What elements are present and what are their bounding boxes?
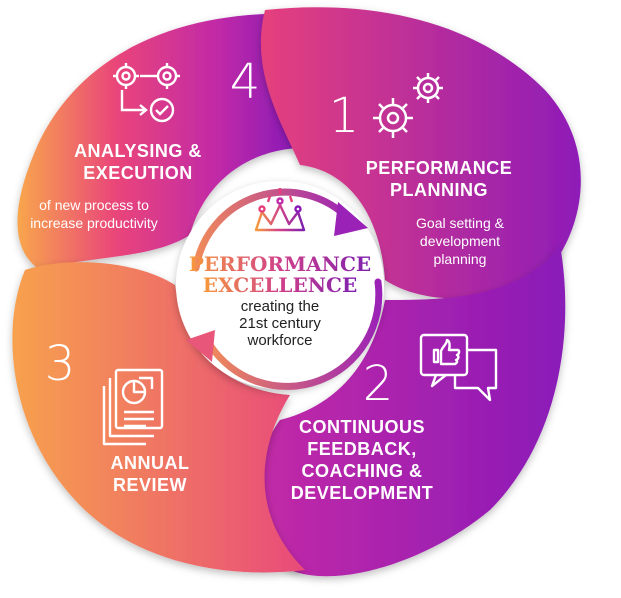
segment-annual-review: [12, 262, 305, 573]
stage-2-title: CONTINUOUS FEEDBACK, COACHING & DEVELOPM…: [268, 416, 456, 504]
stage-1-title: PERFORMANCE PLANNING: [350, 157, 528, 201]
process-flow-icon: [113, 63, 180, 123]
segment-analysing-execution: [17, 13, 300, 271]
cycle-arrow-bottom-head: [186, 330, 215, 362]
stage-2-title-line2: FEEDBACK,: [307, 439, 417, 459]
stage-3-title-line1: ANNUAL: [110, 453, 190, 473]
stage-1-desc-line2: development: [419, 233, 501, 249]
stage-1-number: 1: [328, 88, 360, 144]
stage-4-title-line1: ANALYSING &: [74, 141, 202, 161]
cycle-arrow-top: [192, 188, 354, 272]
stage-1-title-line1: PERFORMANCE: [365, 158, 513, 178]
crown-icon: [254, 188, 306, 238]
center-tagline-line2: 21st century: [239, 315, 321, 332]
stage-1-desc-line1: Goal setting &: [416, 215, 504, 231]
stage-4-title-line2: EXECUTION: [83, 163, 193, 183]
center-tagline-line1: creating the: [240, 298, 320, 315]
segment-continuous-feedback: [260, 245, 566, 577]
stage-1-title-line2: PLANNING: [390, 180, 488, 200]
cycle-arrow-bottom: [206, 278, 383, 390]
center-title-line2: EXCELLENCE: [203, 273, 357, 296]
stage-2-title-line1: CONTINUOUS: [299, 417, 425, 437]
gears-icon: [373, 73, 443, 138]
stage-2-title-line3: COACHING &: [301, 461, 423, 481]
stage-1-description: Goal setting & development planning: [396, 214, 524, 268]
center-title: PERFORMANCE EXCELLENCE: [189, 252, 371, 296]
segment-performance-planning: [260, 7, 581, 299]
center-tagline-line3: workforce: [247, 332, 313, 349]
stage-4-number: 4: [229, 54, 261, 110]
stage-4-description: of new process to increase productivity: [0, 196, 188, 232]
feedback-chat-icon: [419, 333, 498, 402]
center-circle: [176, 181, 384, 389]
stage-3-title: ANNUAL REVIEW: [90, 452, 210, 496]
stage-2-title-line4: DEVELOPMENT: [290, 483, 434, 503]
center-tagline: creating the 21st century workforce: [140, 298, 420, 349]
stage-1-desc-line3: planning: [433, 251, 487, 267]
stage-4-desc-line2: increase productivity: [30, 215, 158, 231]
stage-2-number: 2: [362, 356, 394, 412]
center-title-line1: PERFORMANCE: [189, 252, 371, 276]
stage-3-number: 3: [44, 336, 76, 392]
report-document-icon: [102, 368, 164, 446]
cycle-arrow-top-head: [334, 202, 368, 236]
stage-3-title-line2: REVIEW: [112, 475, 187, 495]
stage-4-title: ANALYSING & EXECUTION: [18, 140, 258, 184]
stage-4-desc-line1: of new process to: [39, 197, 149, 213]
